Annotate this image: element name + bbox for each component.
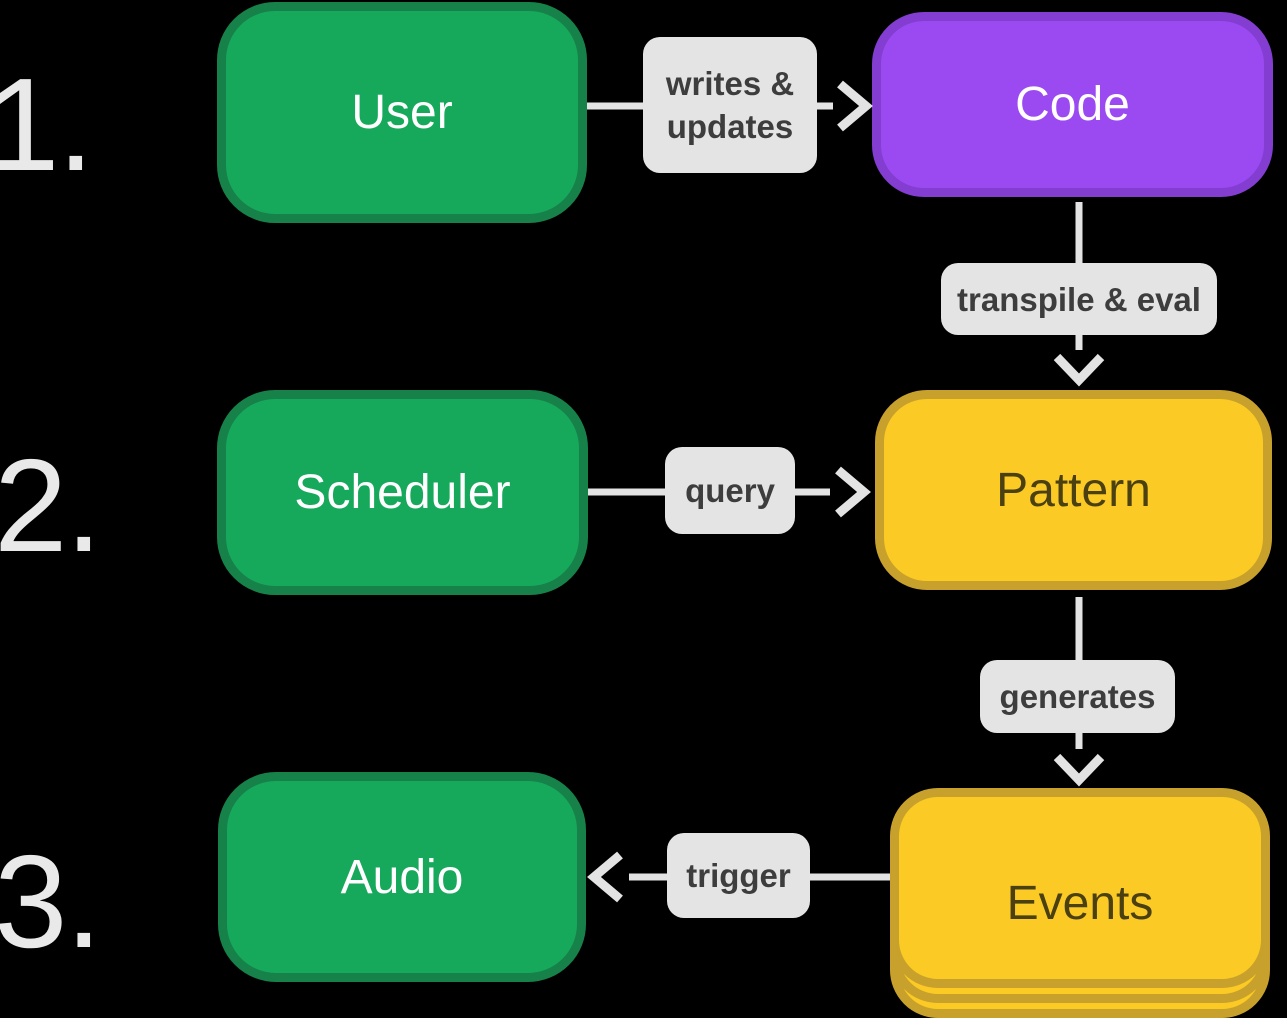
edge-label-transpile-eval-text: transpile & eval [957, 280, 1201, 318]
node-audio: Audio [218, 772, 586, 982]
node-pattern: Pattern [875, 390, 1272, 590]
node-user: User [217, 2, 587, 223]
connector-user-code-arrowhead [837, 80, 873, 132]
node-scheduler-label: Scheduler [294, 466, 511, 519]
node-pattern-label: Pattern [996, 463, 1151, 517]
node-audio-label: Audio [340, 850, 464, 904]
edge-label-generates-text: generates [999, 678, 1156, 715]
node-events-label: Events [1006, 876, 1154, 930]
node-code-label: Code [1015, 78, 1130, 131]
connector-code-pattern-arrowhead [1053, 353, 1105, 387]
node-user-label: User [351, 86, 453, 139]
edge-label-transpile-eval: transpile & eval [941, 263, 1217, 335]
step-number-1: 1. [0, 51, 94, 198]
connector-scheduler-pattern-arrowhead [835, 466, 871, 518]
connector-events-audio-arrowhead [587, 851, 623, 903]
node-events-stack: Events [890, 788, 1270, 1018]
edge-label-trigger: trigger [667, 833, 810, 918]
edge-label-writes-updates-line2: updates [666, 108, 794, 145]
edge-label-query: query [665, 447, 795, 534]
step-number-2: 2. [0, 432, 102, 579]
edge-label-query-text: query [685, 472, 775, 509]
edge-label-generates: generates [980, 660, 1175, 733]
node-scheduler: Scheduler [217, 390, 588, 595]
edge-label-trigger-text: trigger [686, 857, 791, 894]
edge-label-writes-updates-line1: writes & [665, 65, 795, 102]
connector-pattern-events-arrowhead [1053, 753, 1105, 787]
node-code: Code [872, 12, 1273, 197]
edge-label-writes-updates: writes & updates [643, 37, 817, 173]
step-number-3: 3. [0, 828, 102, 975]
node-events-card-front [890, 788, 1270, 988]
